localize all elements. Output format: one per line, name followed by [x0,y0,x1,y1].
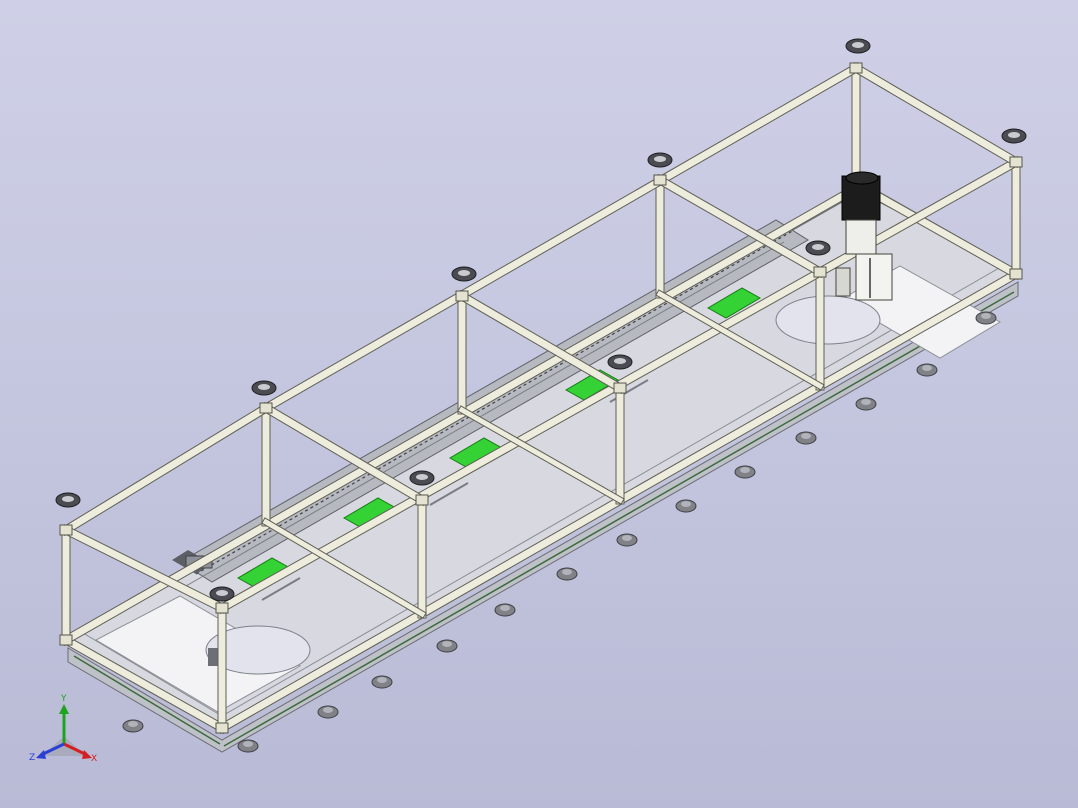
frame-bottom-left-end [61,635,227,733]
top-pad-center-4 [654,156,666,162]
frame-top-right-end [851,63,1021,167]
axis-triad-graphic [36,704,92,759]
corner-block-5 [813,266,827,278]
top-pad-center-10 [216,590,228,596]
base-platform [67,181,1019,753]
leveling-foot-cap-6 [562,569,572,575]
outer-aluminum-frame [59,61,1023,735]
x-axis-arrowhead [82,750,92,759]
top-pad-center-1 [62,496,74,502]
corner-block-13 [1009,268,1023,280]
z-axis-label: Z [29,753,36,763]
top-pad-center-9 [416,474,428,480]
leveling-foot-cap-8 [681,501,691,507]
y-axis-label: Y [61,694,67,704]
top-pad-center-5 [852,42,864,48]
corner-block-7 [259,402,273,414]
drive-disc-right [775,295,881,345]
internal-cross-member-2 [429,482,469,506]
leveling-foot-cap-7 [622,535,632,541]
leveling-foot-cap-12 [922,365,932,371]
leveling-foot-cap-1 [128,721,138,727]
leveling-foot-cap-11 [861,399,871,405]
motor-assembly [835,171,893,301]
z-axis-arrowhead [36,750,46,759]
x-axis-label: X [91,754,98,764]
leveling-foot-cap-5 [500,605,510,611]
corner-block-10 [849,62,863,74]
frame-bottom-right-end [855,181,1021,279]
linear-rail-rack [195,229,795,575]
motor-mount-block [845,219,877,255]
z-axis-arrow [40,742,65,757]
corner-block-1 [59,524,73,536]
x-axis-arrow [63,742,88,757]
corner-block-8 [455,290,469,302]
base-edge-strip-left [73,655,221,745]
corner-block-11 [59,634,73,646]
corner-block-9 [653,174,667,186]
corner-block-2 [215,602,229,614]
top-pad-center-8 [614,358,626,364]
leveling-foot-cap-2 [323,707,333,713]
top-pad-center-3 [458,270,470,276]
internal-cross-member-1 [261,577,301,601]
top-fittings [55,38,1027,602]
leveling-foot-cap-3 [377,677,387,683]
corner-block-4 [613,382,627,394]
frame-low-cross-3 [656,290,824,390]
corner-block-6 [1009,156,1023,168]
axis-triad[interactable]: Y X Z [24,694,104,774]
end-plate-left [94,595,302,713]
top-pad-center-6 [1008,132,1020,138]
servo-motor-top [845,171,879,185]
frame-top-left-end-back [61,403,271,535]
frame-top-left-end [61,525,227,613]
triad-base-shape [42,736,86,756]
corner-block-3 [415,494,429,506]
green-carrier-5 [706,287,762,319]
leveling-feet [122,311,997,753]
base-side-face [67,281,1019,753]
corner-block-12 [215,722,229,734]
linear-rail-lower-edge [185,241,785,587]
frame-top-cross-3 [655,175,825,277]
leveling-foot-cap-9 [740,467,750,473]
frame-top-back [261,63,861,413]
top-pad-center-7 [812,244,824,250]
frame-top-cross-2 [457,291,625,393]
leveling-foot-cap-13 [981,313,991,319]
frame-low-cross-1 [262,518,426,618]
y-axis-arrowhead [59,704,69,714]
top-pad-center-2 [258,384,270,390]
gearbox-side [835,267,851,297]
frame-top-cross-1 [261,403,427,505]
frame-low-cross-2 [458,406,624,504]
drive-disc-left [205,625,311,675]
leveling-foot-cap-10 [801,433,811,439]
leveling-foot-cap-14 [243,741,253,747]
leveling-foot-cap-4 [442,641,452,647]
vertical-slide-housing [855,253,893,301]
base-edge-strip-front [223,291,1015,747]
